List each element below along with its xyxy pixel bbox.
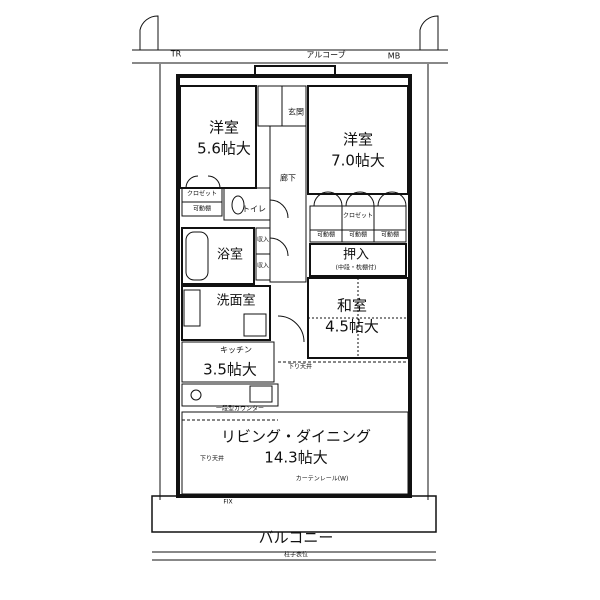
stove	[190, 389, 202, 401]
ceiling-1-label: 下り天井	[287, 363, 313, 371]
kadodana-2-label: 可動棚	[316, 231, 336, 239]
closet-1-label: クロゼット	[186, 190, 218, 198]
door-arc	[313, 191, 329, 207]
pillar-top-left	[139, 15, 159, 50]
pillar-top-right	[419, 15, 439, 50]
room-japanese-name: 和室	[336, 296, 368, 315]
corner-tr-label: TR	[170, 49, 182, 59]
kitchen-box	[181, 341, 275, 383]
room-western-2-name: 洋室	[342, 130, 374, 149]
room-ld-name: リビング・ダイニング	[220, 427, 372, 446]
storage-1-label: 収入	[256, 236, 270, 244]
door-arc	[327, 191, 343, 207]
kadodana-1-label: 可動棚	[192, 205, 212, 213]
sink	[249, 385, 273, 403]
oshiire-label: 押入	[342, 247, 370, 263]
door-arc	[391, 191, 407, 207]
washroom-label: 洗面室	[216, 293, 256, 309]
curtain-label: カーテンレール(W)	[295, 475, 349, 483]
storage-2-label: 収入	[256, 262, 270, 270]
room-japanese-size: 4.5帖大	[325, 317, 379, 336]
pillar-label: 柱子表位	[283, 551, 309, 559]
entrance-label: 玄関	[288, 107, 304, 117]
kitchen-counter	[181, 383, 279, 407]
door-arc	[207, 175, 221, 189]
closet-2-box	[309, 205, 407, 243]
oshiire-note: (中段・枕棚付)	[335, 264, 377, 272]
corner-mb-label: MB	[387, 51, 401, 61]
bath-label: 浴室	[216, 247, 244, 263]
door-arc	[185, 175, 199, 189]
washbasin	[183, 289, 201, 327]
balcony-box	[151, 495, 437, 533]
door-arc	[277, 315, 305, 343]
ceiling-2-label: 下り天井	[199, 455, 225, 463]
fix-label: FIX	[223, 498, 233, 506]
door-arc	[377, 191, 393, 207]
door-arc	[345, 191, 361, 207]
kitchen-size: 3.5帖大	[203, 360, 257, 379]
room-western-1-size: 5.6帖大	[197, 139, 251, 158]
alcove-wall	[254, 65, 336, 76]
bathtub	[185, 231, 209, 281]
bath-box	[181, 227, 255, 285]
washroom-box	[181, 285, 271, 341]
toilet-label: トイレ	[242, 204, 266, 214]
hall-box	[269, 125, 307, 283]
kadodana-4-label: 可動棚	[380, 231, 400, 239]
room-ld-size: 14.3帖大	[264, 448, 328, 467]
room-western-2-size: 7.0帖大	[331, 151, 385, 170]
balcony-label: バルコニー	[258, 528, 334, 547]
washer-box	[243, 313, 267, 337]
hall-label: 廊下	[280, 173, 296, 183]
door-arc	[359, 191, 375, 207]
ld-box	[181, 411, 409, 495]
kadodana-3-label: 可動棚	[348, 231, 368, 239]
western-room-2-wall	[307, 85, 409, 195]
western-room-1-wall	[179, 85, 257, 189]
door-arc	[269, 199, 289, 219]
room-western-1-name: 洋室	[208, 118, 240, 137]
counter-label: 一段型カウンター	[215, 405, 265, 413]
alcove-label: アルコーブ	[306, 50, 346, 60]
door-arc	[269, 237, 289, 257]
toilet-bowl	[231, 195, 245, 215]
oshiire-box	[309, 243, 407, 277]
closet-2-label: クロゼット	[342, 212, 374, 220]
kitchen-name: キッチン	[220, 345, 252, 355]
